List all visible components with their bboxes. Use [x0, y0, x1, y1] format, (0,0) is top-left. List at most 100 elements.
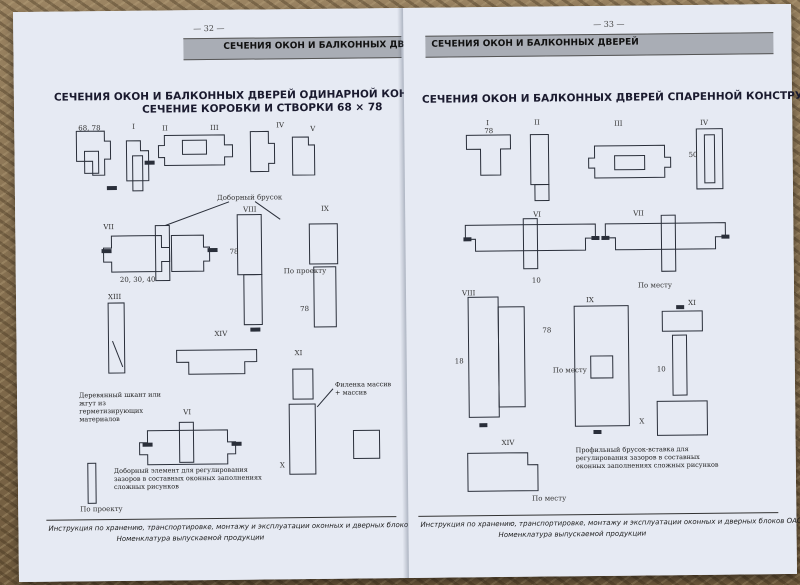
profile-drawing	[176, 349, 258, 375]
dim-label: 78	[542, 326, 552, 335]
section-label: VI	[533, 210, 542, 219]
profile-drawing	[671, 334, 688, 396]
profile-drawing	[154, 224, 171, 282]
dim-label: 50	[688, 150, 698, 160]
profile-drawing	[464, 223, 596, 252]
profile-drawing	[87, 462, 97, 504]
dim-label: 10	[531, 276, 541, 285]
profile-drawing	[467, 452, 539, 492]
left-page: — 32 — СЕЧЕНИЯ ОКОН И БАЛКОННЫХ ДВЕРЕЙ С…	[13, 8, 478, 583]
profile-drawing	[249, 130, 276, 173]
section-label: XIV	[501, 438, 515, 447]
section-label: II	[162, 124, 168, 133]
right-section-drawings	[463, 128, 730, 492]
note-extra-element: Доборный элемент для регулирования зазор…	[113, 465, 262, 492]
profile-drawing	[604, 222, 726, 251]
dim-label: По проекту	[283, 266, 327, 276]
seal-mark	[106, 186, 117, 191]
profile-drawing	[467, 296, 500, 418]
profile-drawing	[75, 130, 112, 176]
profile-drawing	[103, 235, 171, 273]
profile-drawing	[308, 223, 339, 265]
section-label: III	[210, 123, 219, 133]
profile-drawing	[125, 140, 150, 182]
profile-drawing	[243, 273, 263, 326]
callout-leader	[316, 388, 334, 408]
profile-drawing	[83, 150, 100, 174]
profile-drawing	[590, 355, 614, 379]
section-label: XIII	[107, 292, 122, 302]
seal-mark	[479, 423, 488, 428]
section-label: I	[132, 122, 136, 131]
profile-drawing	[529, 133, 550, 186]
dim-label: 68, 78	[78, 124, 101, 133]
profile-drawing	[170, 234, 211, 272]
profile-drawing	[157, 134, 234, 167]
bottom-label: По месту	[532, 494, 567, 503]
profile-drawing	[291, 136, 316, 176]
profile-drawing	[465, 134, 512, 176]
profile-drawing	[236, 213, 263, 276]
profile-drawing	[352, 429, 381, 460]
profile-drawing	[660, 214, 677, 272]
section-label: VII	[103, 223, 114, 232]
dim-label: По месту	[552, 366, 587, 375]
note-profile-insert: Профильный брусок-вставка для регулирова…	[575, 445, 719, 471]
dim-label: По месту	[637, 281, 673, 290]
left-footer-line2: Номенклатура выпускаемой продукции	[116, 533, 265, 544]
section-label: XI	[688, 298, 696, 308]
dim-label: 18	[454, 357, 464, 366]
callout-fillet: Филенка массив + массив	[334, 380, 392, 397]
section-label: III	[614, 119, 623, 128]
profile-drawing	[112, 340, 124, 368]
section-label: IV	[276, 121, 285, 130]
section-label: VI	[183, 408, 192, 417]
section-label: VIII	[243, 205, 257, 214]
note-dowel: Деревянный шкант или жгут из герметизиру…	[79, 390, 161, 424]
profile-drawing	[288, 403, 317, 475]
profile-drawing	[313, 266, 337, 328]
left-section-drawings	[75, 130, 381, 504]
section-label: IX	[321, 204, 329, 213]
profile-drawing	[139, 429, 237, 466]
section-label: VIII	[461, 289, 476, 298]
seal-mark	[593, 429, 602, 435]
profile-drawing	[522, 218, 539, 270]
seal-mark	[463, 237, 472, 242]
seal-mark	[676, 305, 685, 310]
seal-mark	[721, 234, 730, 239]
seal-mark	[142, 442, 153, 447]
profile-drawing	[588, 144, 672, 179]
dim-label: 78	[484, 127, 494, 136]
right-footer-line2: Номенклатура выпускаемой продукции	[498, 529, 647, 540]
profile-drawing	[534, 183, 550, 202]
profile-drawing	[181, 139, 208, 155]
seal-mark	[591, 235, 600, 241]
profile-drawing	[497, 306, 526, 408]
profile-drawing	[614, 154, 646, 171]
profile-drawing	[132, 155, 144, 192]
dim-label: 78	[300, 305, 310, 314]
callout-leader	[165, 201, 281, 226]
section-label: XIV	[214, 329, 228, 338]
profile-drawing	[107, 302, 126, 374]
section-label: II	[534, 118, 540, 127]
section-label: VII	[633, 209, 644, 218]
seal-mark	[207, 247, 218, 253]
section-label: V	[310, 124, 316, 133]
profile-drawing	[703, 134, 716, 184]
open-booklet: — 32 — СЕЧЕНИЯ ОКОН И БАЛКОННЫХ ДВЕРЕЙ С…	[13, 3, 800, 583]
profile-drawing	[178, 421, 195, 463]
seal-mark	[601, 235, 610, 240]
section-label: IV	[700, 118, 709, 127]
seal-mark	[144, 160, 155, 165]
profile-drawing	[656, 400, 709, 436]
seal-mark	[250, 327, 261, 332]
profile-drawing	[661, 310, 703, 332]
section-label: X	[279, 461, 285, 470]
dim-label: 20, 30, 40	[119, 275, 156, 284]
bottom-label: По проекту	[80, 504, 123, 514]
seal-mark	[231, 441, 242, 446]
section-label: XI	[294, 349, 303, 358]
callout-bars: Доборный брусок	[216, 193, 283, 202]
